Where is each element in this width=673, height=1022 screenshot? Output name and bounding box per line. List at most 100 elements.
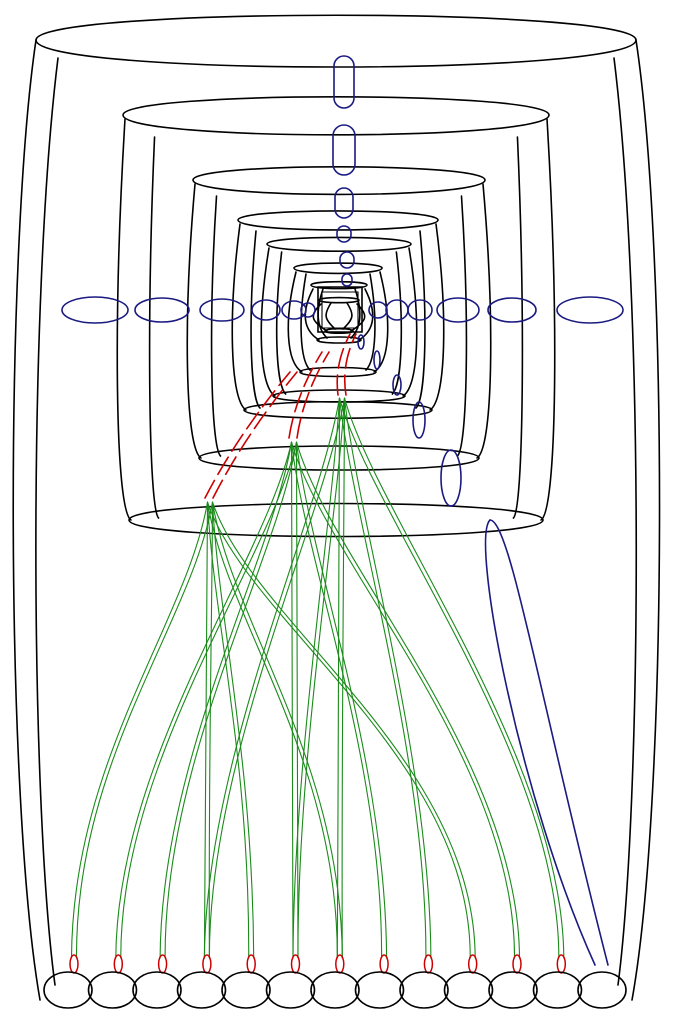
blue-circles — [61, 55, 624, 966]
cylinder-bottom-ellipse-3 — [198, 445, 480, 471]
red-clasp-2 — [113, 954, 124, 974]
red-dashed-arc-1 — [204, 371, 291, 499]
red-clasp-8 — [379, 954, 389, 974]
blue-ring-row-5 — [281, 300, 307, 320]
green-band-strand-19 — [290, 441, 516, 959]
cylinder-left-inner-8 — [325, 302, 336, 330]
cylinder-bottom-ellipse-2 — [128, 502, 544, 538]
red-dashed-arc-2 — [212, 371, 298, 499]
cylinder-right-outer-6 — [373, 271, 389, 373]
cylinder-top-ellipse-6 — [293, 262, 383, 275]
cylinder-top-ellipse-5 — [266, 236, 412, 252]
green-band-strand-16 — [295, 441, 299, 959]
cylinder-left-inner-4 — [250, 230, 261, 409]
blue-ring-row-8 — [487, 297, 537, 323]
blue-ring-diagonal-1 — [357, 334, 365, 350]
blue-ring-row-10 — [407, 299, 433, 321]
red-dashed-arc-5 — [336, 333, 351, 396]
green-band-strand-10 — [211, 501, 476, 959]
blue-ring-diagonal-5 — [440, 449, 462, 507]
green-band-strand-26 — [341, 397, 346, 959]
cylinder-left-inner-3 — [210, 195, 222, 457]
cylinder-top-ellipse-8 — [318, 296, 360, 304]
cylinder-right-outer-3 — [476, 183, 492, 459]
blue-ring-row-6 — [300, 302, 316, 318]
chain-loop-11 — [488, 971, 538, 1009]
chain-loop-6 — [265, 971, 316, 1009]
cylinder-top-ellipse-7 — [310, 280, 368, 290]
red-dashed-arc-3 — [288, 351, 323, 439]
cylinder-top-ellipse-4 — [237, 210, 439, 231]
cylinder-bottom-ellipse-4 — [243, 400, 433, 420]
red-dashed-arc-4 — [296, 351, 330, 439]
cylinder-right-outer-2 — [540, 118, 556, 521]
cylinder-right-outer-8 — [350, 303, 366, 332]
green-band-strand-13 — [159, 441, 293, 959]
cylinder-right-inner-7 — [350, 288, 361, 339]
blue-ring-row-2 — [134, 297, 190, 323]
red-clasp-11 — [512, 954, 522, 974]
bottom-chain — [43, 971, 627, 1009]
chain-loop-2 — [87, 971, 138, 1009]
green-band-strand-20 — [295, 441, 521, 959]
blue-long-arc-right — [489, 519, 609, 966]
chain-loop-8 — [354, 971, 405, 1009]
green-band-strand-8 — [211, 501, 343, 959]
green-band-strand-4 — [208, 501, 214, 959]
outer-right-strand-2 — [613, 57, 638, 986]
blue-ring-vertical-5 — [339, 251, 355, 269]
blue-ring-vertical-6 — [341, 273, 353, 287]
blue-ring-row-4 — [251, 299, 281, 321]
chain-loop-3 — [132, 971, 182, 1009]
cylinder-left-inner-6 — [300, 273, 311, 371]
green-band-strand-27 — [338, 397, 427, 959]
blue-ring-row-12 — [368, 301, 388, 319]
cylinder-right-inner-6 — [365, 273, 376, 371]
green-band-strand-25 — [336, 397, 341, 959]
cylinder-right-inner-2 — [512, 136, 524, 519]
green-band-strand-15 — [290, 441, 294, 959]
chain-loop-12 — [532, 971, 583, 1009]
cylinder-bottom-ellipse-8 — [324, 327, 354, 335]
cylinder-left-inner-2 — [148, 136, 160, 519]
blue-ring-vertical-4 — [336, 225, 352, 243]
cylinder-top-ellipse-3 — [192, 166, 486, 196]
cylinder-left-outer-2 — [116, 118, 132, 521]
red-clasp-9 — [423, 954, 434, 974]
red-clasp-6 — [290, 954, 301, 974]
green-band-strand-22 — [208, 397, 346, 959]
green-band-strand-2 — [75, 501, 214, 959]
blue-ring-vertical-3 — [334, 187, 354, 219]
red-clasp-7 — [335, 954, 345, 974]
green-band-strand-11 — [115, 441, 293, 959]
green-band-strand-18 — [295, 441, 388, 959]
red-dashed-arc-6 — [343, 333, 357, 396]
green-band-strand-6 — [211, 501, 255, 959]
green-band-strand-28 — [343, 397, 432, 959]
red-clasp-5 — [246, 954, 256, 974]
red-clasp-10 — [467, 954, 478, 974]
green-band-strand-29 — [338, 397, 560, 959]
inner-square — [317, 286, 363, 333]
blue-ring-row-7 — [556, 296, 624, 324]
red-clasp-12 — [556, 954, 567, 974]
blue-ring-row-3 — [199, 298, 245, 322]
green-band-strand-21 — [203, 397, 341, 959]
green-band-strand-1 — [70, 501, 209, 959]
cylinder-left-outer-6 — [287, 271, 303, 373]
green-band-strand-3 — [203, 501, 209, 959]
cylinder-right-inner-8 — [342, 302, 353, 330]
chain-loop-13 — [577, 971, 627, 1009]
nested-cylinders — [12, 14, 661, 1001]
red-clasp-3 — [157, 954, 168, 974]
green-band-strand-30 — [343, 397, 565, 959]
cylinder-left-outer-5 — [260, 247, 276, 397]
blue-ring-row-9 — [436, 297, 480, 323]
outer-left-strand-1 — [12, 39, 41, 1001]
cylinder-right-inner-3 — [456, 195, 468, 457]
cylinder-bottom-ellipse-5 — [272, 389, 406, 403]
green-band-strand-5 — [206, 501, 250, 959]
green-band-strand-9 — [206, 501, 471, 959]
